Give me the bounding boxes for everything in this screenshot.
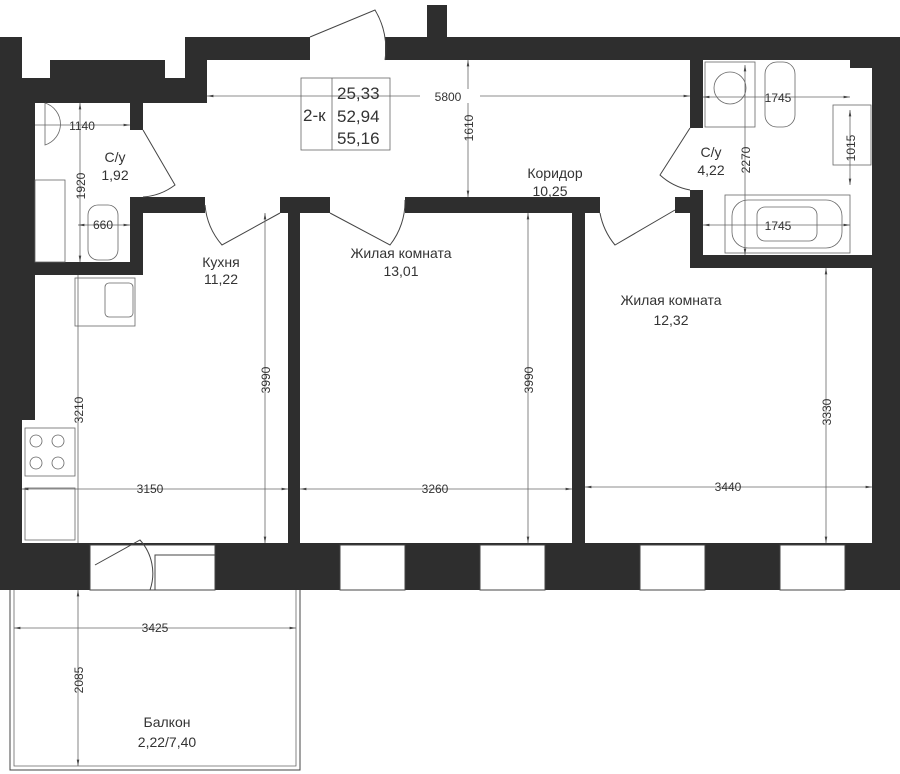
oven-icon: [24, 487, 76, 541]
chimney: [427, 5, 447, 37]
kitchen-sink-icon: [74, 277, 136, 327]
area-summary-table: 2-к 25,33 52,94 55,16: [300, 77, 391, 151]
living-area: 25,33: [337, 84, 380, 103]
dimension-lines: [13, 60, 872, 766]
balcony: [9, 590, 301, 771]
balcony-area: 2,22/7,40: [138, 734, 197, 750]
dim-bath2-depth: 2270: [739, 146, 753, 173]
dim-corridor-depth: 1610: [462, 114, 476, 141]
living2-name: Жилая комната: [620, 292, 721, 308]
dim-kitchen-depth: 3990: [259, 366, 273, 393]
dim-living2-width: 3440: [715, 480, 742, 494]
bath2-area: 4,22: [697, 162, 724, 178]
fixtures: [24, 61, 872, 541]
sink-icon-2: [832, 104, 872, 166]
dim-living1-width: 3260: [422, 482, 449, 496]
bath2-name: С/у: [701, 144, 722, 160]
dimension-labels: 5800 1610 1140 1920 660 1745 1745 2270 1…: [69, 89, 858, 693]
dim-kitchen-width: 3150: [137, 482, 164, 496]
windows: [89, 539, 846, 591]
dim-sink: 1015: [844, 134, 858, 161]
corridor-name: Коридор: [527, 165, 583, 181]
dim-corridor-width: 5800: [435, 90, 462, 104]
room-labels: С/у 1,92 С/у 4,22 Коридор 10,25 Кухня 11…: [101, 144, 724, 750]
dim-living2-depth: 3330: [820, 398, 834, 425]
kitchen-area: 11,22: [204, 271, 238, 287]
total-with-balcony: 55,16: [337, 129, 380, 148]
dim-balcony-width: 3425: [142, 621, 169, 635]
living1-name: Жилая комната: [350, 245, 451, 261]
shelf: [34, 179, 66, 263]
stove-icon: [24, 427, 76, 477]
dim-toilet-width: 660: [93, 218, 113, 232]
toilet-icon: [87, 204, 119, 261]
living2-area: 12,32: [653, 312, 688, 328]
toilet-icon-2: [764, 61, 796, 128]
doors: [142, 9, 691, 246]
dim-bath2-tub: 1745: [765, 219, 792, 233]
bath1-area: 1,92: [101, 167, 128, 183]
bath1-name: С/у: [105, 149, 126, 165]
kitchen-name: Кухня: [202, 254, 239, 270]
dim-balcony-depth: 2085: [72, 666, 86, 693]
sink-icon: [44, 102, 61, 146]
washer-icon: [704, 61, 756, 128]
balcony-name: Балкон: [144, 714, 191, 730]
dim-bath1-width: 1140: [69, 119, 95, 133]
dim-kitchen-side: 3210: [72, 396, 86, 423]
dim-bath2-top: 1745: [765, 91, 792, 105]
total-area: 52,94: [337, 107, 380, 126]
apartment-type: 2-к: [303, 106, 326, 125]
living1-area: 13,01: [383, 263, 418, 279]
dim-bath1-depth: 1920: [74, 172, 88, 199]
dim-living1-depth: 3990: [522, 366, 536, 393]
corridor-area: 10,25: [532, 183, 567, 199]
